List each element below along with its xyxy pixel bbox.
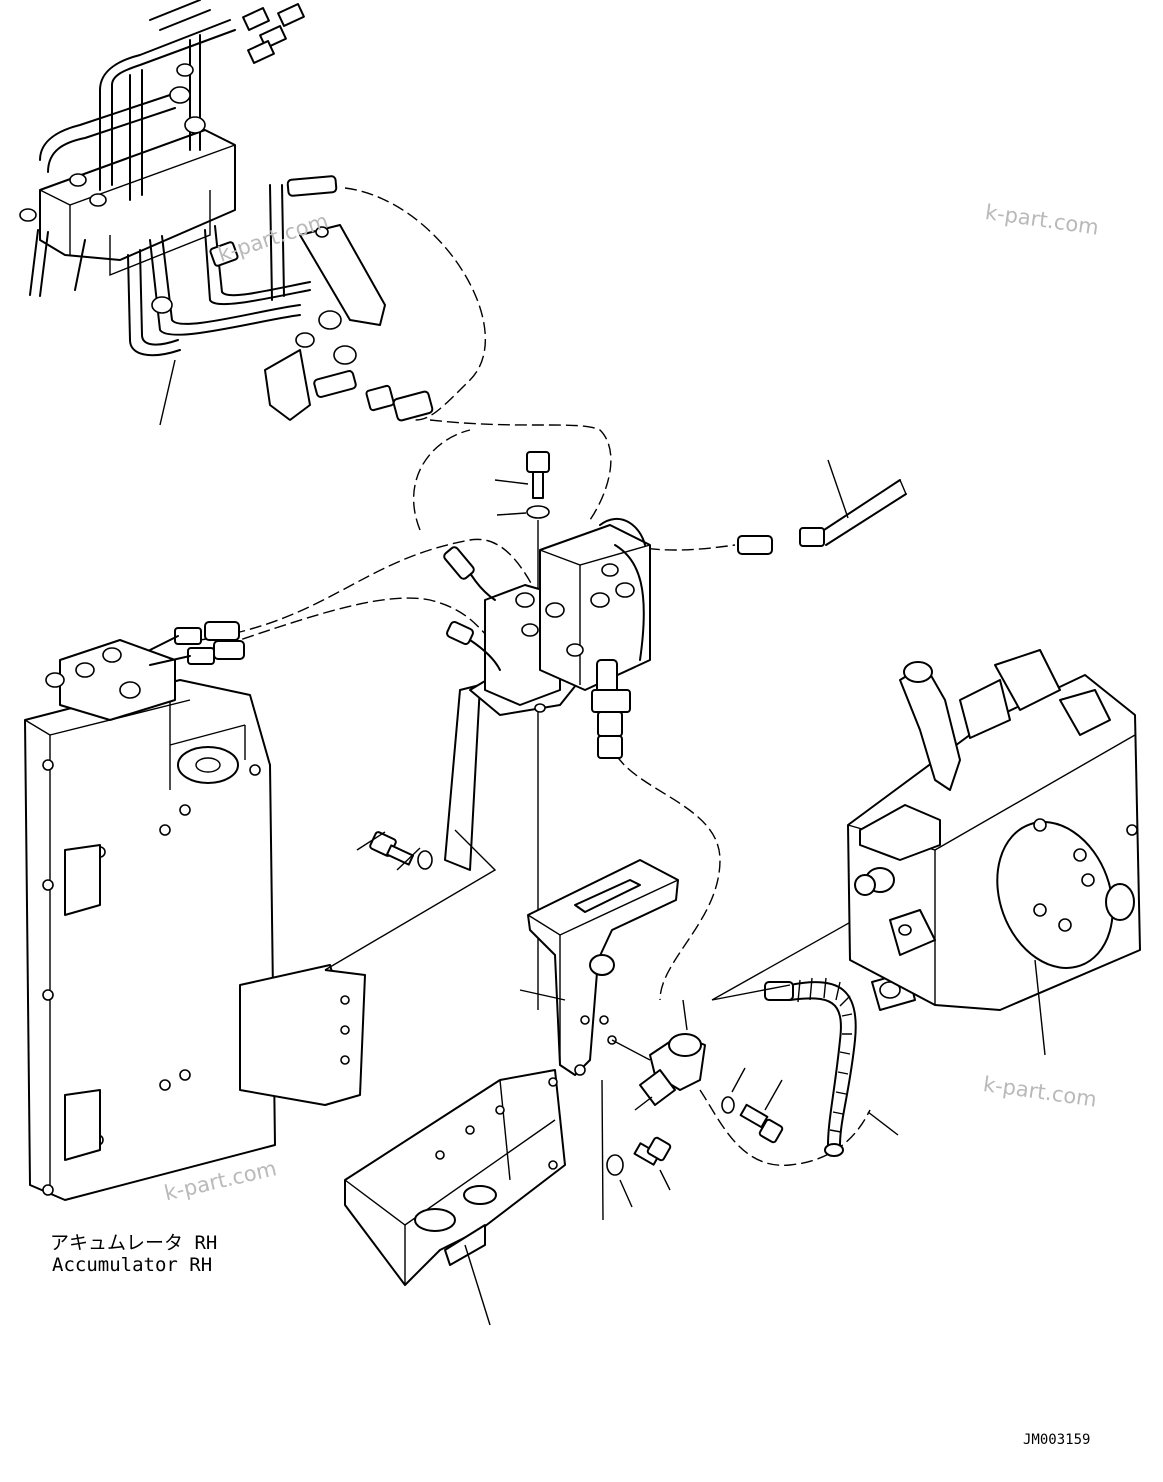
dashed-hose-routes [199,187,871,1166]
central-valve-block [443,451,651,1010]
accumulator-label-jp: アキュムレータ RH [50,1232,218,1254]
right-tank [847,649,1141,1011]
reference-line [324,829,497,971]
mounting-bracket [519,859,679,1076]
top-left-valve-assembly [19,0,434,422]
leader-line [827,459,849,519]
bottom-tray-bracket [344,1069,566,1286]
bolt-washer-left [356,831,433,871]
drawing-number: JM003159 [1023,1432,1091,1448]
clamp-assembly [606,999,784,1208]
accumulator-rh [24,621,366,1201]
leader-line [1034,959,1046,1056]
leader-line [464,1244,491,1326]
spiral-wrapped-hose [764,971,916,1157]
hose-fitting-top-right [737,479,907,555]
leader-line [601,1079,604,1221]
leader-line [159,359,176,426]
accumulator-label-en: Accumulator RH [52,1254,213,1276]
